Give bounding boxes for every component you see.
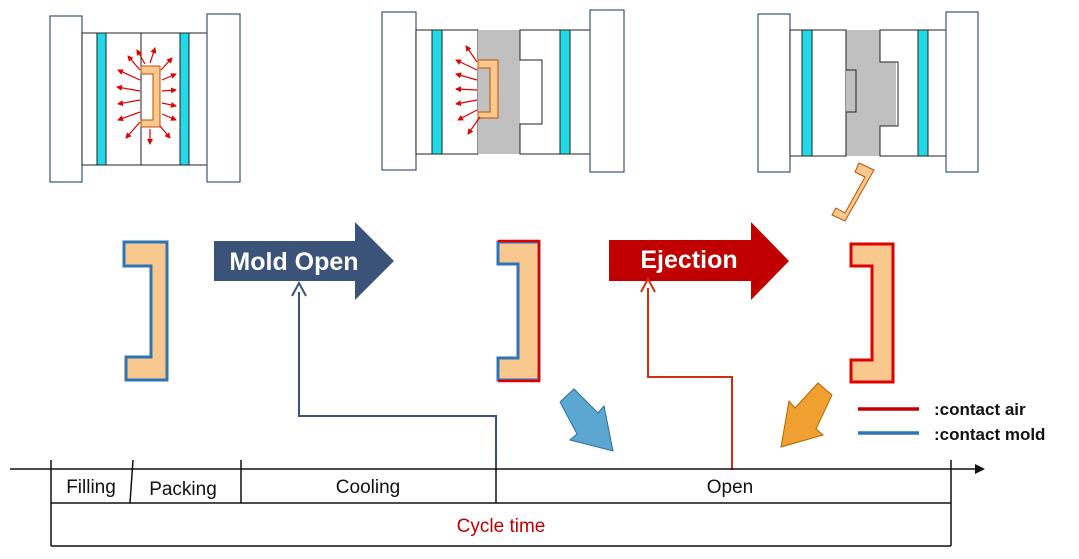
- ejection-arrow-shape: [609, 222, 789, 300]
- phase-label-filling: Filling: [66, 477, 116, 498]
- ejection-arrow: Ejection: [609, 222, 789, 300]
- molded-part: [477, 59, 499, 119]
- air-contact-edge: [498, 239, 541, 383]
- right-platen: [206, 13, 241, 183]
- mold-closed-stage: [49, 13, 241, 183]
- ejection-label: Ejection: [640, 246, 737, 274]
- ejection-connector: [640, 276, 733, 470]
- mold-gap: [478, 30, 520, 154]
- right-platen: [945, 11, 979, 173]
- left-platen: [381, 11, 417, 171]
- right-platen: [589, 9, 625, 173]
- molded-part: [140, 65, 161, 128]
- part-shape: [122, 240, 169, 382]
- legend: :contact air :contact mold: [858, 400, 1045, 444]
- mold-open-arrow-shape: [214, 222, 394, 300]
- cooling-channel: [179, 32, 190, 166]
- mold-open-stage: [381, 9, 625, 173]
- cooling-channel: [559, 29, 571, 155]
- right-mold-half: [140, 32, 208, 166]
- phase-label-packing: Packing: [149, 479, 217, 500]
- cooling-channel: [801, 29, 813, 157]
- phase-label-cooling: Cooling: [336, 477, 400, 498]
- mold-open-label: Mold Open: [229, 248, 358, 276]
- part-profile-closed: [122, 240, 169, 382]
- phase-label-open: Open: [707, 477, 753, 498]
- pointer-arrow-orange: [780, 382, 833, 448]
- legend-label-mold: :contact mold: [934, 425, 1045, 444]
- left-core-profile: [845, 30, 857, 156]
- right-mold-half: [519, 29, 591, 155]
- cooling-channel: [917, 29, 929, 157]
- mold-open-arrow: Mold Open: [214, 222, 394, 300]
- part-profile-ejected: [849, 242, 895, 384]
- pointer-arrow-blue: [559, 388, 614, 452]
- left-mold-half: [415, 29, 479, 155]
- timeline: Filling Packing Cooling Open Cycle time: [10, 459, 985, 547]
- left-mold-half: [789, 29, 847, 157]
- time-axis-arrowhead: [975, 464, 985, 474]
- cycle-time-label: Cycle time: [457, 516, 546, 537]
- mold-ejection-stage: [757, 11, 979, 222]
- part-shape: [849, 242, 895, 384]
- legend-label-air: :contact air: [934, 400, 1026, 419]
- cooling-channel: [96, 32, 107, 166]
- cooling-channel: [431, 29, 443, 155]
- left-platen: [49, 15, 83, 183]
- mold-open-connector: [291, 280, 497, 460]
- part-profile-mold-open: [496, 239, 541, 383]
- heat-flow-arrows: [455, 45, 481, 135]
- heat-flow-arrows: [116, 47, 177, 145]
- left-platen: [757, 13, 791, 173]
- part-shape: [496, 240, 541, 382]
- left-mold-half: [81, 32, 142, 166]
- ejected-part: [831, 162, 875, 222]
